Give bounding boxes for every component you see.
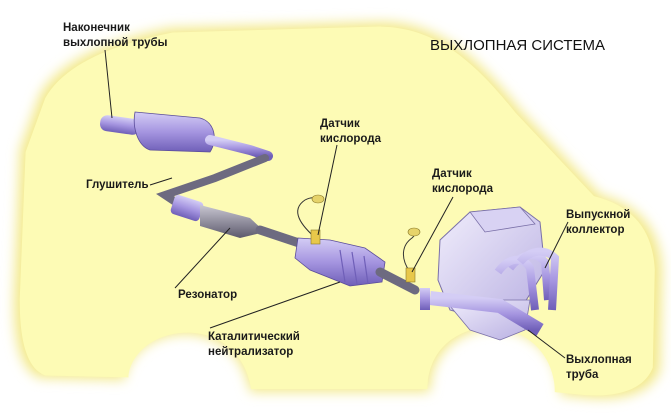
label-exhaust-manifold: Выпускной коллектор: [566, 209, 634, 236]
label-tailpipe-tip: Наконечник выхлопной трубы: [63, 22, 168, 49]
leader-lines: [104, 49, 569, 359]
diagram-title: ВЫХЛОПНАЯ СИСТЕМА: [430, 37, 605, 54]
oxygen-sensor-2: [403, 227, 421, 283]
resonator-part: [170, 194, 265, 238]
label-resonator: Резонатор: [178, 289, 237, 301]
exhaust-manifold-part: [420, 247, 560, 337]
label-oxygen-sensor-2: Датчик кислорода: [432, 168, 494, 195]
muffler-part: [99, 111, 273, 161]
label-exhaust-pipe: Выхлопная труба: [566, 354, 635, 381]
catalytic-converter-part: [294, 237, 386, 287]
label-muffler: Глушитель: [86, 179, 149, 191]
label-oxygen-sensor-1: Датчик кислорода: [320, 118, 382, 145]
car-silhouette: [14, 22, 662, 399]
oxygen-sensor-1: [297, 194, 325, 245]
label-catalytic-converter: Каталитический нейтрализатор: [208, 331, 303, 358]
